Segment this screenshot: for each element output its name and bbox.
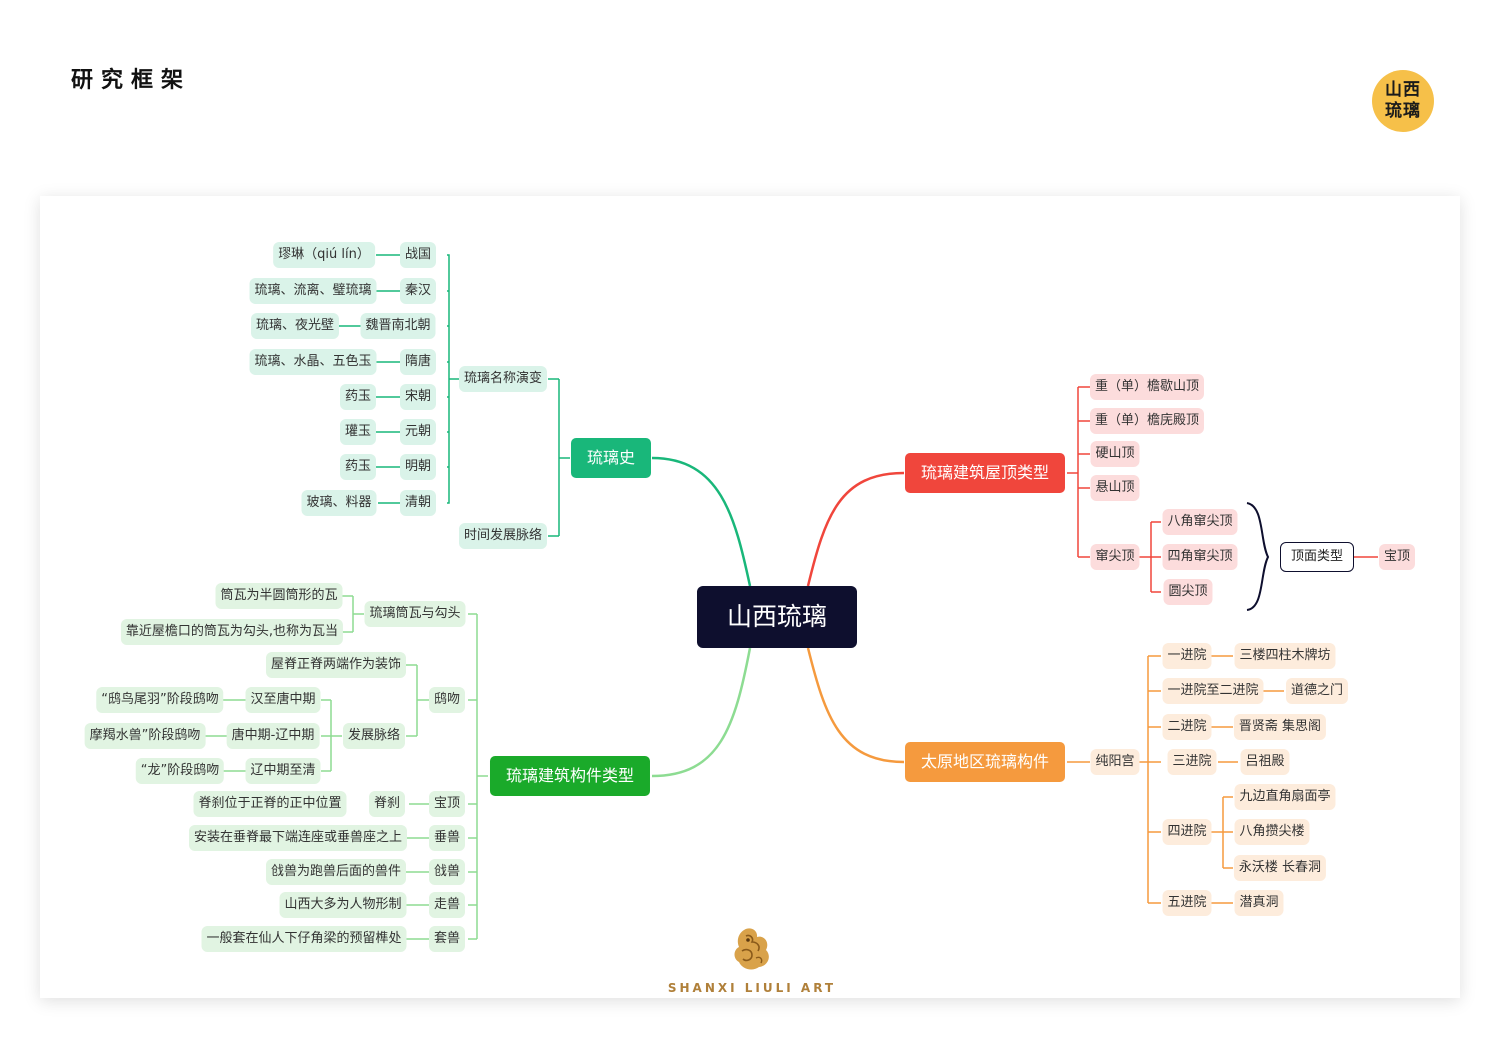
taiyuan-building[interactable]: 三楼四柱木牌坊	[1234, 643, 1336, 669]
taiyuan-building[interactable]: 吕祖殿	[1240, 749, 1290, 775]
parts-chiwen-stage[interactable]: 摩羯水兽”阶段鸱吻	[84, 723, 206, 749]
parts-tile-item[interactable]: 筒瓦为半圆筒形的瓦	[215, 583, 343, 609]
parts-chiwen-stage[interactable]: “龙”阶段鸱吻	[135, 758, 225, 784]
taiyuan-building[interactable]: 永沃楼 长春洞	[1233, 855, 1327, 881]
history-links	[339, 254, 570, 537]
branch-history[interactable]: 琉璃史	[570, 438, 652, 478]
taiyuan-temple[interactable]: 纯阳宫	[1090, 749, 1140, 775]
parts-other-desc[interactable]: 山西大多为人物形制	[279, 892, 407, 918]
history-era[interactable]: 元朝	[399, 419, 437, 445]
badge-line-2: 琉璃	[1385, 101, 1421, 121]
link-root-taiyuan	[806, 647, 905, 764]
history-era-names[interactable]: 璆琳（qiú lín）	[273, 242, 375, 268]
history-name-evolution[interactable]: 琉璃名称演变	[458, 366, 548, 392]
roof-zanjian-item[interactable]: 圆尖顶	[1163, 579, 1213, 605]
parts-tile-item[interactable]: 靠近屋檐口的筒瓦为勾头,也称为瓦当	[120, 619, 344, 645]
history-era-names[interactable]: 琉璃、流离、璧琉璃	[249, 278, 377, 304]
parts-tile-group[interactable]: 琉璃筒瓦与勾头	[364, 601, 466, 627]
taiyuan-court[interactable]: 四进院	[1162, 819, 1212, 845]
parts-chiwen-period[interactable]: 汉至唐中期	[245, 687, 321, 713]
history-era-names[interactable]: 药玉	[339, 454, 377, 480]
parts-chiwen[interactable]: 鸱吻	[428, 687, 466, 713]
history-era-names[interactable]: 药玉	[339, 384, 377, 410]
history-era[interactable]: 清朝	[399, 490, 437, 516]
roof-item[interactable]: 重（单）檐歇山顶	[1089, 374, 1205, 400]
roof-item[interactable]: 硬山顶	[1090, 441, 1140, 467]
history-era[interactable]: 魏晋南北朝	[360, 313, 436, 339]
link-root-parts	[651, 647, 752, 778]
roof-zanjian-item[interactable]: 八角窜尖顶	[1162, 509, 1238, 535]
roof-item[interactable]: 悬山顶	[1090, 475, 1140, 501]
mindmap-card: 山西琉璃 琉璃史 琉璃建筑构件类型 琉璃建筑屋顶类型 太原地区琉璃构件 琉璃名称…	[40, 196, 1460, 998]
taiyuan-court[interactable]: 二进院	[1162, 714, 1212, 740]
taiyuan-building[interactable]: 晋贤斋 集思阁	[1233, 714, 1327, 740]
parts-chiwen-period[interactable]: 唐中期-辽中期	[226, 723, 320, 749]
branch-roof[interactable]: 琉璃建筑屋顶类型	[904, 453, 1066, 493]
taiyuan-court[interactable]: 一进院至二进院	[1162, 678, 1264, 704]
parts-other[interactable]: 戗兽	[428, 859, 466, 885]
brand-badge: 山西 琉璃	[1372, 70, 1434, 132]
badge-line-1: 山西	[1385, 80, 1421, 100]
root-node[interactable]: 山西琉璃	[697, 586, 857, 648]
dragon-logo-icon	[734, 928, 769, 970]
parts-chiwen-stage[interactable]: “鸱鸟尾羽”阶段鸱吻	[96, 687, 224, 713]
taiyuan-building[interactable]: 道德之门	[1285, 678, 1349, 704]
parts-other[interactable]: 套兽	[428, 926, 466, 952]
branch-parts[interactable]: 琉璃建筑构件类型	[489, 756, 651, 796]
taiyuan-building[interactable]: 九边直角扇面亭	[1234, 784, 1336, 810]
parts-chiwen-period[interactable]: 辽中期至清	[245, 758, 321, 784]
link-root-history	[651, 456, 752, 587]
history-era-names[interactable]: 琉璃、夜光壁	[250, 313, 340, 339]
history-timeline[interactable]: 时间发展脉络	[458, 523, 548, 549]
history-era-names[interactable]: 琉璃、水晶、五色玉	[249, 349, 377, 375]
history-era[interactable]: 隋唐	[399, 349, 437, 375]
history-era[interactable]: 明朝	[399, 454, 437, 480]
history-era[interactable]: 秦汉	[399, 278, 437, 304]
roof-zanjian[interactable]: 窜尖顶	[1090, 544, 1140, 570]
footer-brand-text: SHANXI LIULI ART	[667, 981, 837, 995]
history-era[interactable]: 宋朝	[399, 384, 437, 410]
parts-other-desc[interactable]: 戗兽为跑兽后面的兽件	[265, 859, 407, 885]
branch-taiyuan[interactable]: 太原地区琉璃构件	[904, 742, 1066, 782]
parts-other[interactable]: 垂兽	[428, 825, 466, 851]
link-root-roof	[806, 471, 905, 587]
taiyuan-court[interactable]: 五进院	[1162, 890, 1212, 916]
parts-chiwen-deco[interactable]: 屋脊正脊两端作为装饰	[265, 652, 407, 678]
parts-baoding[interactable]: 宝顶	[428, 791, 466, 817]
parts-jisha-desc[interactable]: 脊刹位于正脊的正中位置	[193, 791, 347, 817]
parts-other[interactable]: 走兽	[428, 892, 466, 918]
parts-chiwen-dev[interactable]: 发展脉络	[342, 723, 406, 749]
taiyuan-court[interactable]: 三进院	[1167, 749, 1217, 775]
taiyuan-building[interactable]: 八角攒尖楼	[1234, 819, 1310, 845]
roof-baoding[interactable]: 宝顶	[1378, 544, 1416, 570]
parts-jisha[interactable]: 脊刹	[368, 791, 406, 817]
taiyuan-building[interactable]: 潜真洞	[1234, 890, 1284, 916]
taiyuan-court[interactable]: 一进院	[1162, 643, 1212, 669]
parts-links	[202, 595, 488, 940]
roof-links	[1067, 386, 1378, 611]
roof-top-type[interactable]: 顶面类型	[1280, 542, 1354, 572]
taiyuan-links	[1067, 655, 1284, 904]
connector-lines	[202, 254, 1378, 940]
page-title: 研究框架	[71, 68, 192, 93]
history-era[interactable]: 战国	[399, 242, 437, 268]
roof-item[interactable]: 重（单）檐庑殿顶	[1089, 408, 1205, 434]
roof-zanjian-item[interactable]: 四角窜尖顶	[1162, 544, 1238, 570]
parts-other-desc[interactable]: 安装在垂脊最下端连座或垂兽座之上	[188, 825, 408, 851]
parts-other-desc[interactable]: 一般套在仙人下仔角梁的预留榫处	[201, 926, 407, 952]
history-era-names[interactable]: 瓘玉	[339, 419, 377, 445]
history-era-names[interactable]: 玻璃、料器	[301, 490, 377, 516]
